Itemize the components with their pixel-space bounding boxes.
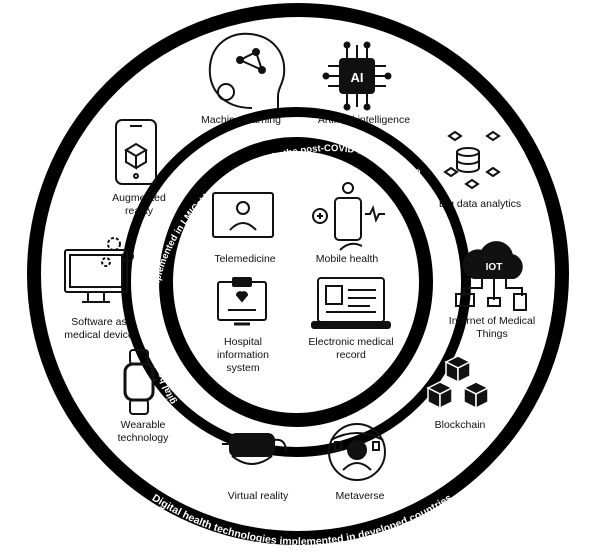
ai-chip-text: AI	[351, 70, 364, 85]
metaverse-label: Metaverse	[335, 490, 384, 502]
samd-label-line-1: Software as	[71, 316, 126, 328]
iot-cloud-text: IOT	[486, 262, 503, 273]
emr-icon	[311, 277, 391, 329]
ai-chip-icon	[322, 41, 392, 111]
mobile-health-label: Mobile health	[316, 253, 379, 265]
inner-ring	[159, 137, 433, 427]
machine-learning-icon	[208, 32, 286, 109]
outer-ring	[27, 3, 569, 545]
blockchain-icon	[426, 355, 490, 410]
outer-ring-label: Digital health technologies implemented …	[150, 492, 455, 548]
metaverse-icon	[328, 423, 386, 481]
telemedicine-icon	[212, 192, 274, 238]
smartwatch-icon	[123, 349, 157, 415]
iomt-cloud-icon	[455, 241, 527, 311]
samd-icon	[64, 237, 134, 303]
vr-label: Virtual reality	[228, 490, 289, 502]
ar-label-line-2: reality	[125, 205, 154, 217]
his-label-line-2: information	[217, 349, 269, 361]
his-label-line-1: Hospital	[224, 336, 262, 348]
telemedicine-label: Telemedicine	[214, 253, 275, 265]
wearable-label-line-2: technology	[118, 432, 170, 444]
ar-phone-icon	[115, 119, 157, 185]
ai-label: Artificial intelligence	[318, 114, 410, 126]
iomt-label-line-1: Internet of Medical	[449, 315, 535, 327]
wearable-label-line-1: Wearable	[121, 419, 166, 431]
hospital-info-system-icon	[217, 277, 267, 326]
samd-label-line-2: medical device	[64, 329, 134, 341]
big-data-label: Big data analytics	[439, 198, 521, 210]
ar-label-line-1: Augmented	[112, 192, 166, 204]
vr-headset-icon	[222, 433, 287, 465]
his-label-line-3: system	[226, 362, 260, 374]
machine-learning-label: Machine learning	[201, 114, 281, 126]
iomt-label-line-2: Things	[476, 328, 508, 340]
emr-label-line-2: record	[336, 349, 366, 361]
big-data-icon	[443, 130, 501, 190]
mobile-health-icon	[312, 182, 385, 251]
blockchain-label: Blockchain	[435, 419, 486, 431]
emr-label-line-1: Electronic medical	[308, 336, 393, 348]
